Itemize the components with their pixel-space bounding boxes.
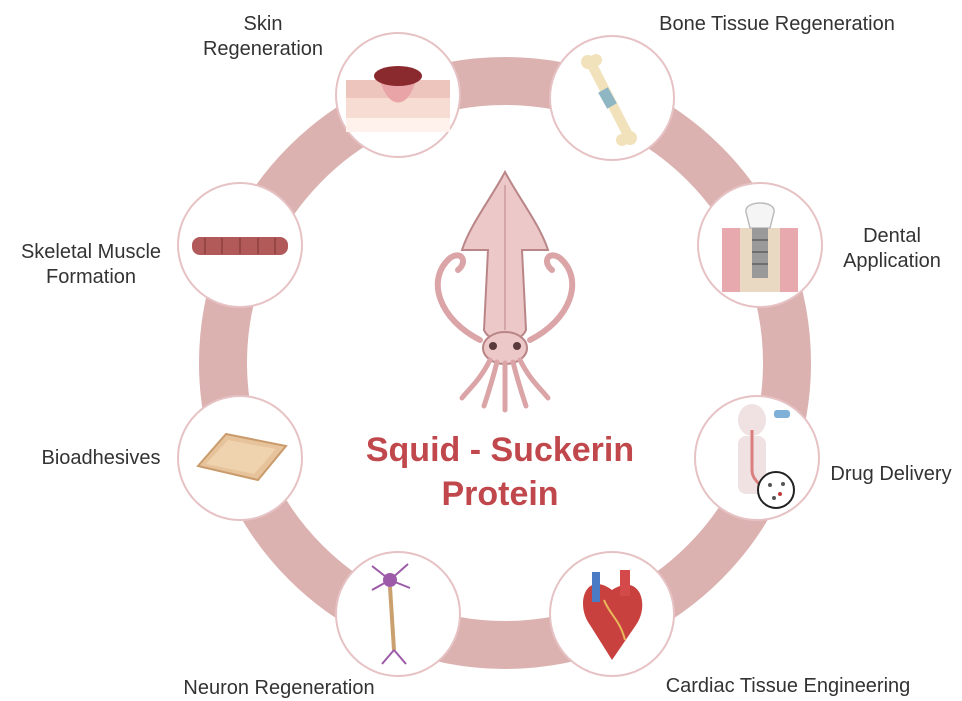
label-bioadhesive: Bioadhesives	[30, 446, 172, 471]
node-skin	[336, 33, 460, 157]
label-dental: Dental Application	[828, 224, 956, 274]
center-title-line-1: Squid - Suckerin	[330, 428, 670, 472]
center-title-line-2: Protein	[330, 472, 670, 516]
node-dental	[698, 183, 822, 307]
label-cardiac: Cardiac Tissue Engineering	[642, 674, 934, 699]
label-drug: Drug Delivery	[822, 462, 960, 487]
label-bone: Bone Tissue Regeneration	[642, 12, 912, 37]
center-title: Squid - Suckerin Protein	[330, 428, 670, 516]
node-bone	[550, 36, 674, 160]
squid-icon	[438, 172, 572, 410]
label-skin: Skin Regeneration	[178, 12, 348, 62]
muscle-fiber-icon	[192, 237, 288, 255]
label-neuron: Neuron Regeneration	[156, 676, 402, 701]
node-neuron	[336, 552, 460, 676]
node-muscle	[178, 183, 302, 307]
node-cardiac	[550, 552, 674, 676]
label-muscle: Skeletal Muscle Formation	[8, 240, 174, 290]
node-bioadhesive	[178, 396, 302, 520]
node-drug	[695, 396, 819, 520]
